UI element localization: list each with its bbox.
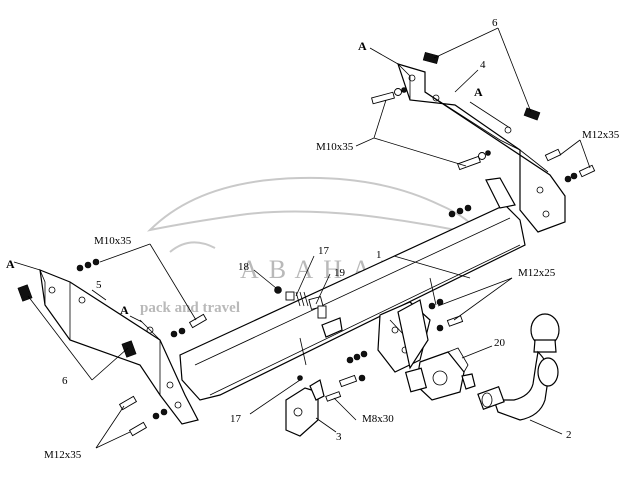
bracket-left	[39, 269, 199, 425]
hitch-neck	[377, 299, 431, 373]
label-18: 18	[238, 261, 250, 273]
label-a-center: A	[120, 303, 129, 317]
label-m10x35-right: M10x35	[316, 141, 354, 153]
label-m8x30: M8x30	[362, 413, 394, 425]
label-19: 19	[334, 267, 346, 279]
label-m12x35-right: M12x35	[582, 129, 620, 141]
hitch-bar	[179, 177, 526, 401]
tow-ball	[477, 313, 560, 421]
label-m12x25: M12x25	[518, 267, 556, 279]
label-1: 1	[376, 249, 382, 261]
bolts-right-bracket	[371, 87, 596, 218]
watermark-car-outline	[146, 176, 483, 237]
leader-lines	[13, 27, 591, 449]
bolts-center	[297, 298, 464, 402]
watermark-tagline: pack and travel	[140, 300, 240, 316]
label-a-left: A	[6, 257, 15, 271]
label-17-bottom: 17	[230, 413, 242, 425]
label-3: 3	[336, 431, 342, 443]
label-m12x35-left: M12x35	[44, 449, 82, 461]
watermark-car-wheel	[169, 241, 216, 253]
labels: A A A A 6 4 M10x35 M12x35 M10x35 5 6 M12…	[6, 17, 620, 461]
small-parts-17-19	[274, 286, 327, 319]
label-5: 5	[96, 279, 102, 291]
label-a-right: A	[474, 85, 483, 99]
bracket-right	[397, 63, 566, 233]
label-4: 4	[480, 59, 486, 71]
label-20: 20	[494, 337, 506, 349]
label-6-left: 6	[62, 375, 68, 387]
electrical-socket	[404, 347, 476, 401]
mount-plate	[285, 379, 325, 437]
label-17-top: 17	[318, 245, 330, 257]
plate-top-right	[422, 51, 541, 121]
label-6-top: 6	[492, 17, 498, 29]
plate-left	[17, 284, 137, 358]
label-2: 2	[566, 429, 572, 441]
label-a-top: A	[358, 39, 367, 53]
label-m10x35-left: M10x35	[94, 235, 132, 247]
